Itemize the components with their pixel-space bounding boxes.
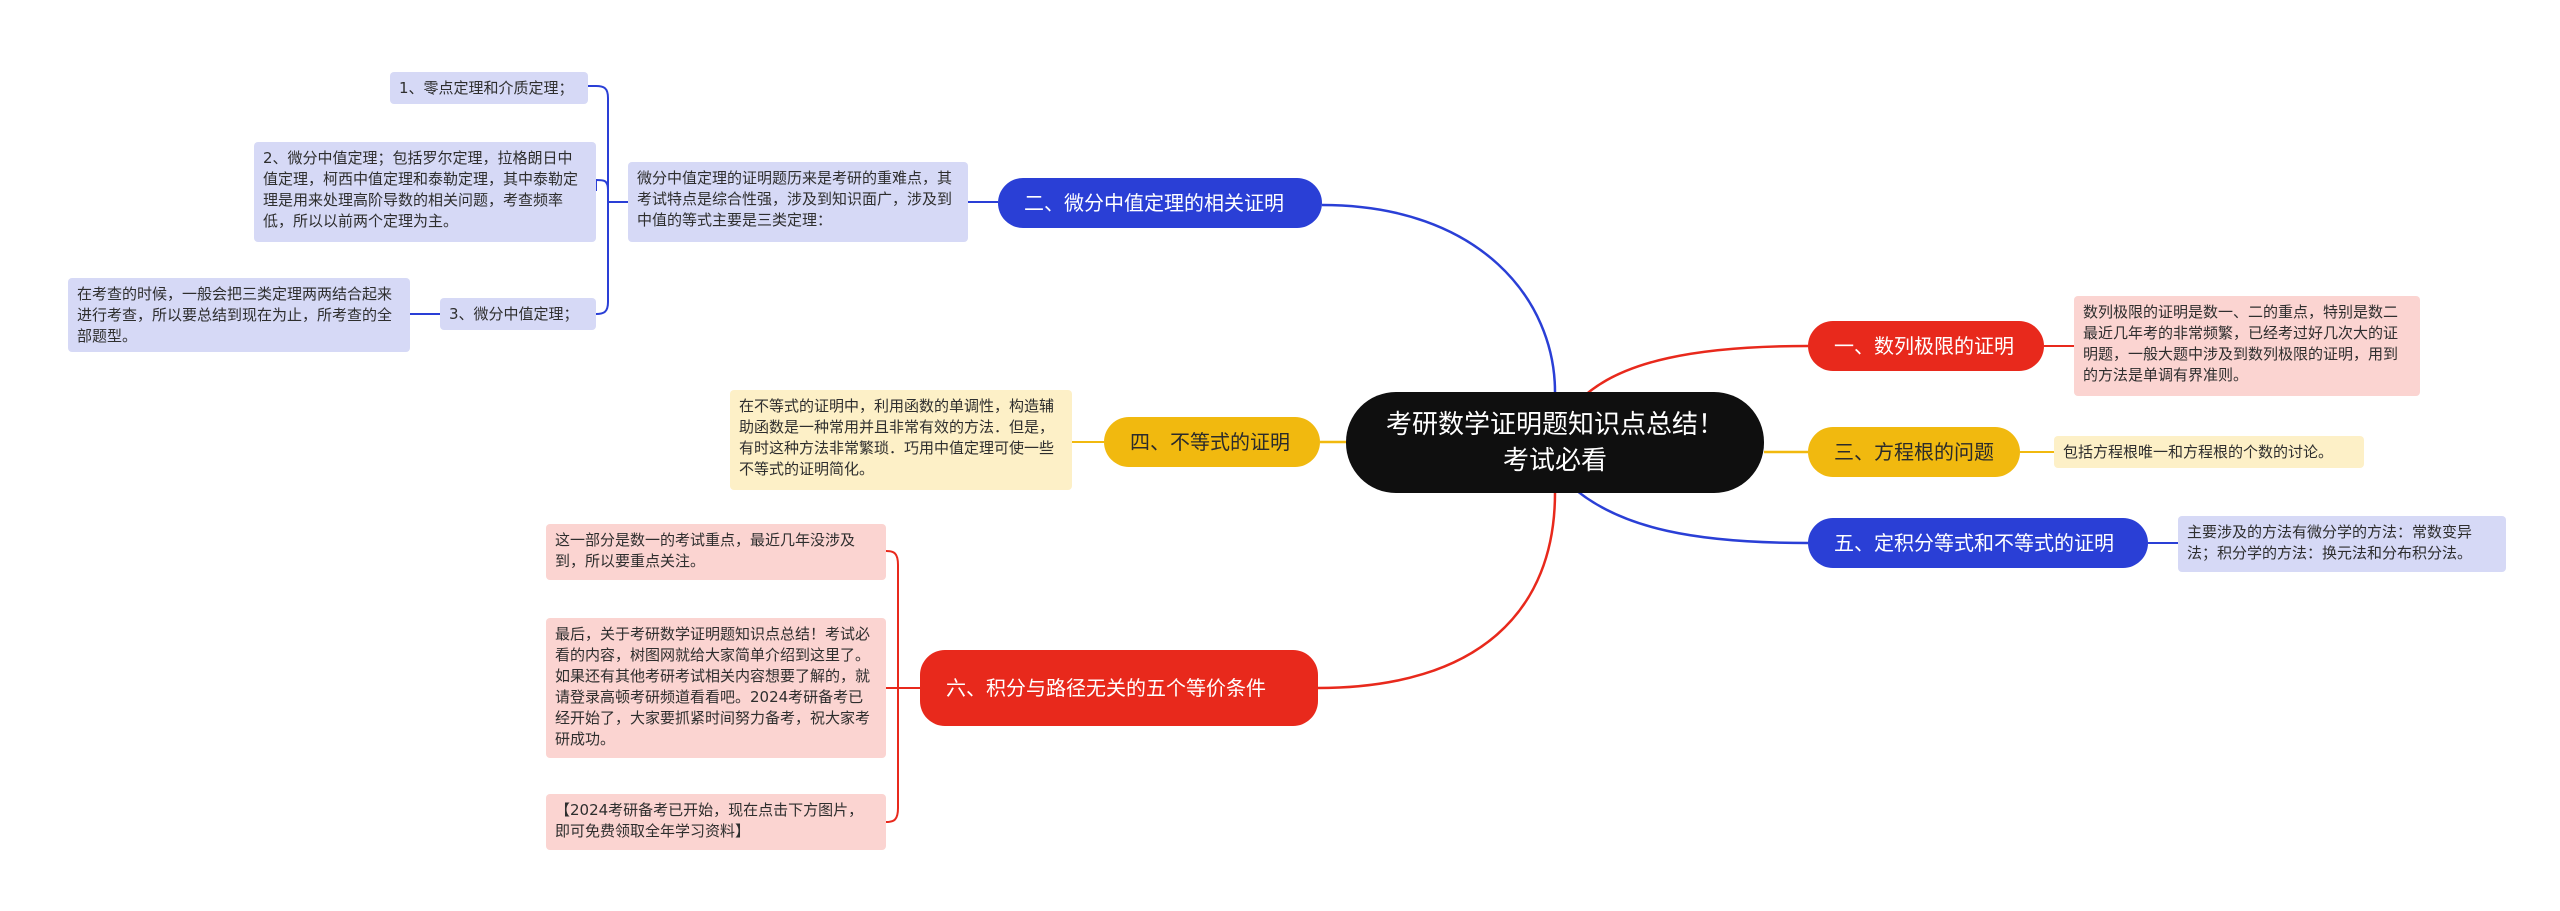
- link-root-b1: [1579, 344, 1809, 401]
- branch-2-sub-1: 1、零点定理和介质定理；: [390, 72, 588, 104]
- branch-2-note: 微分中值定理的证明题历来是考研的重难点，其考试特点是综合性强，涉及到知识面广，涉…: [628, 162, 968, 242]
- branch-3-note: 包括方程根唯一和方程根的个数的讨论。: [2054, 436, 2364, 468]
- branch-2-sub-3-note: 在考查的时候，一般会把三类定理两两结合起来进行考查，所以要总结到现在为止，所考查…: [68, 278, 410, 352]
- link-b6-bracket: [885, 550, 920, 823]
- branch-6-label: 六、积分与路径无关的五个等价条件: [946, 676, 1266, 700]
- branch-4-note: 在不等式的证明中，利用函数的单调性，构造辅助函数是一种常用并且非常有效的方法．但…: [730, 390, 1072, 490]
- branch-1-note: 数列极限的证明是数一、二的重点，特别是数二最近几年考的非常频繁，已经考过好几次大…: [2074, 296, 2420, 396]
- branch-2-sub-2: 2、微分中值定理；包括罗尔定理，拉格朗日中值定理，柯西中值定理和泰勒定理，其中泰…: [254, 142, 596, 242]
- branch-5-label: 五、定积分等式和不等式的证明: [1834, 531, 2114, 555]
- branch-6[interactable]: 六、积分与路径无关的五个等价条件: [920, 650, 1318, 726]
- branch-2-sub-3: 3、微分中值定理；: [440, 298, 596, 330]
- branch-6-note-2: 最后，关于考研数学证明题知识点总结！考试必看的内容，树图网就给大家简单介绍到这里…: [546, 618, 886, 758]
- root-title: 考研数学证明题知识点总结！考试必看: [1386, 409, 1725, 476]
- branch-4[interactable]: 四、不等式的证明: [1104, 417, 1320, 467]
- link-root-b5: [1569, 484, 1809, 545]
- branch-1-label: 一、数列极限的证明: [1834, 334, 2014, 358]
- branch-6-note-3: 【2024考研备考已开始，现在点击下方图片，即可免费领取全年学习资料】: [546, 794, 886, 850]
- branch-4-label: 四、不等式的证明: [1130, 430, 1290, 454]
- link-root-b6: [1317, 492, 1557, 690]
- branch-3[interactable]: 三、方程根的问题: [1808, 427, 2020, 477]
- link-b2-bracket: [595, 85, 628, 315]
- branch-1[interactable]: 一、数列极限的证明: [1808, 321, 2044, 371]
- root-topic[interactable]: 考研数学证明题知识点总结！考试必看: [1346, 392, 1764, 493]
- branch-2-label: 二、微分中值定理的相关证明: [1024, 191, 1284, 215]
- branch-5[interactable]: 五、定积分等式和不等式的证明: [1808, 518, 2148, 568]
- branch-2[interactable]: 二、微分中值定理的相关证明: [998, 178, 1322, 228]
- branch-6-note-1: 这一部分是数一的考试重点，最近几年没涉及到，所以要重点关注。: [546, 524, 886, 580]
- branch-5-note: 主要涉及的方法有微分学的方法：常数变异法；积分学的方法：换元法和分布积分法。: [2178, 516, 2506, 572]
- link-root-b2: [1321, 203, 1557, 393]
- branch-3-label: 三、方程根的问题: [1834, 440, 1994, 464]
